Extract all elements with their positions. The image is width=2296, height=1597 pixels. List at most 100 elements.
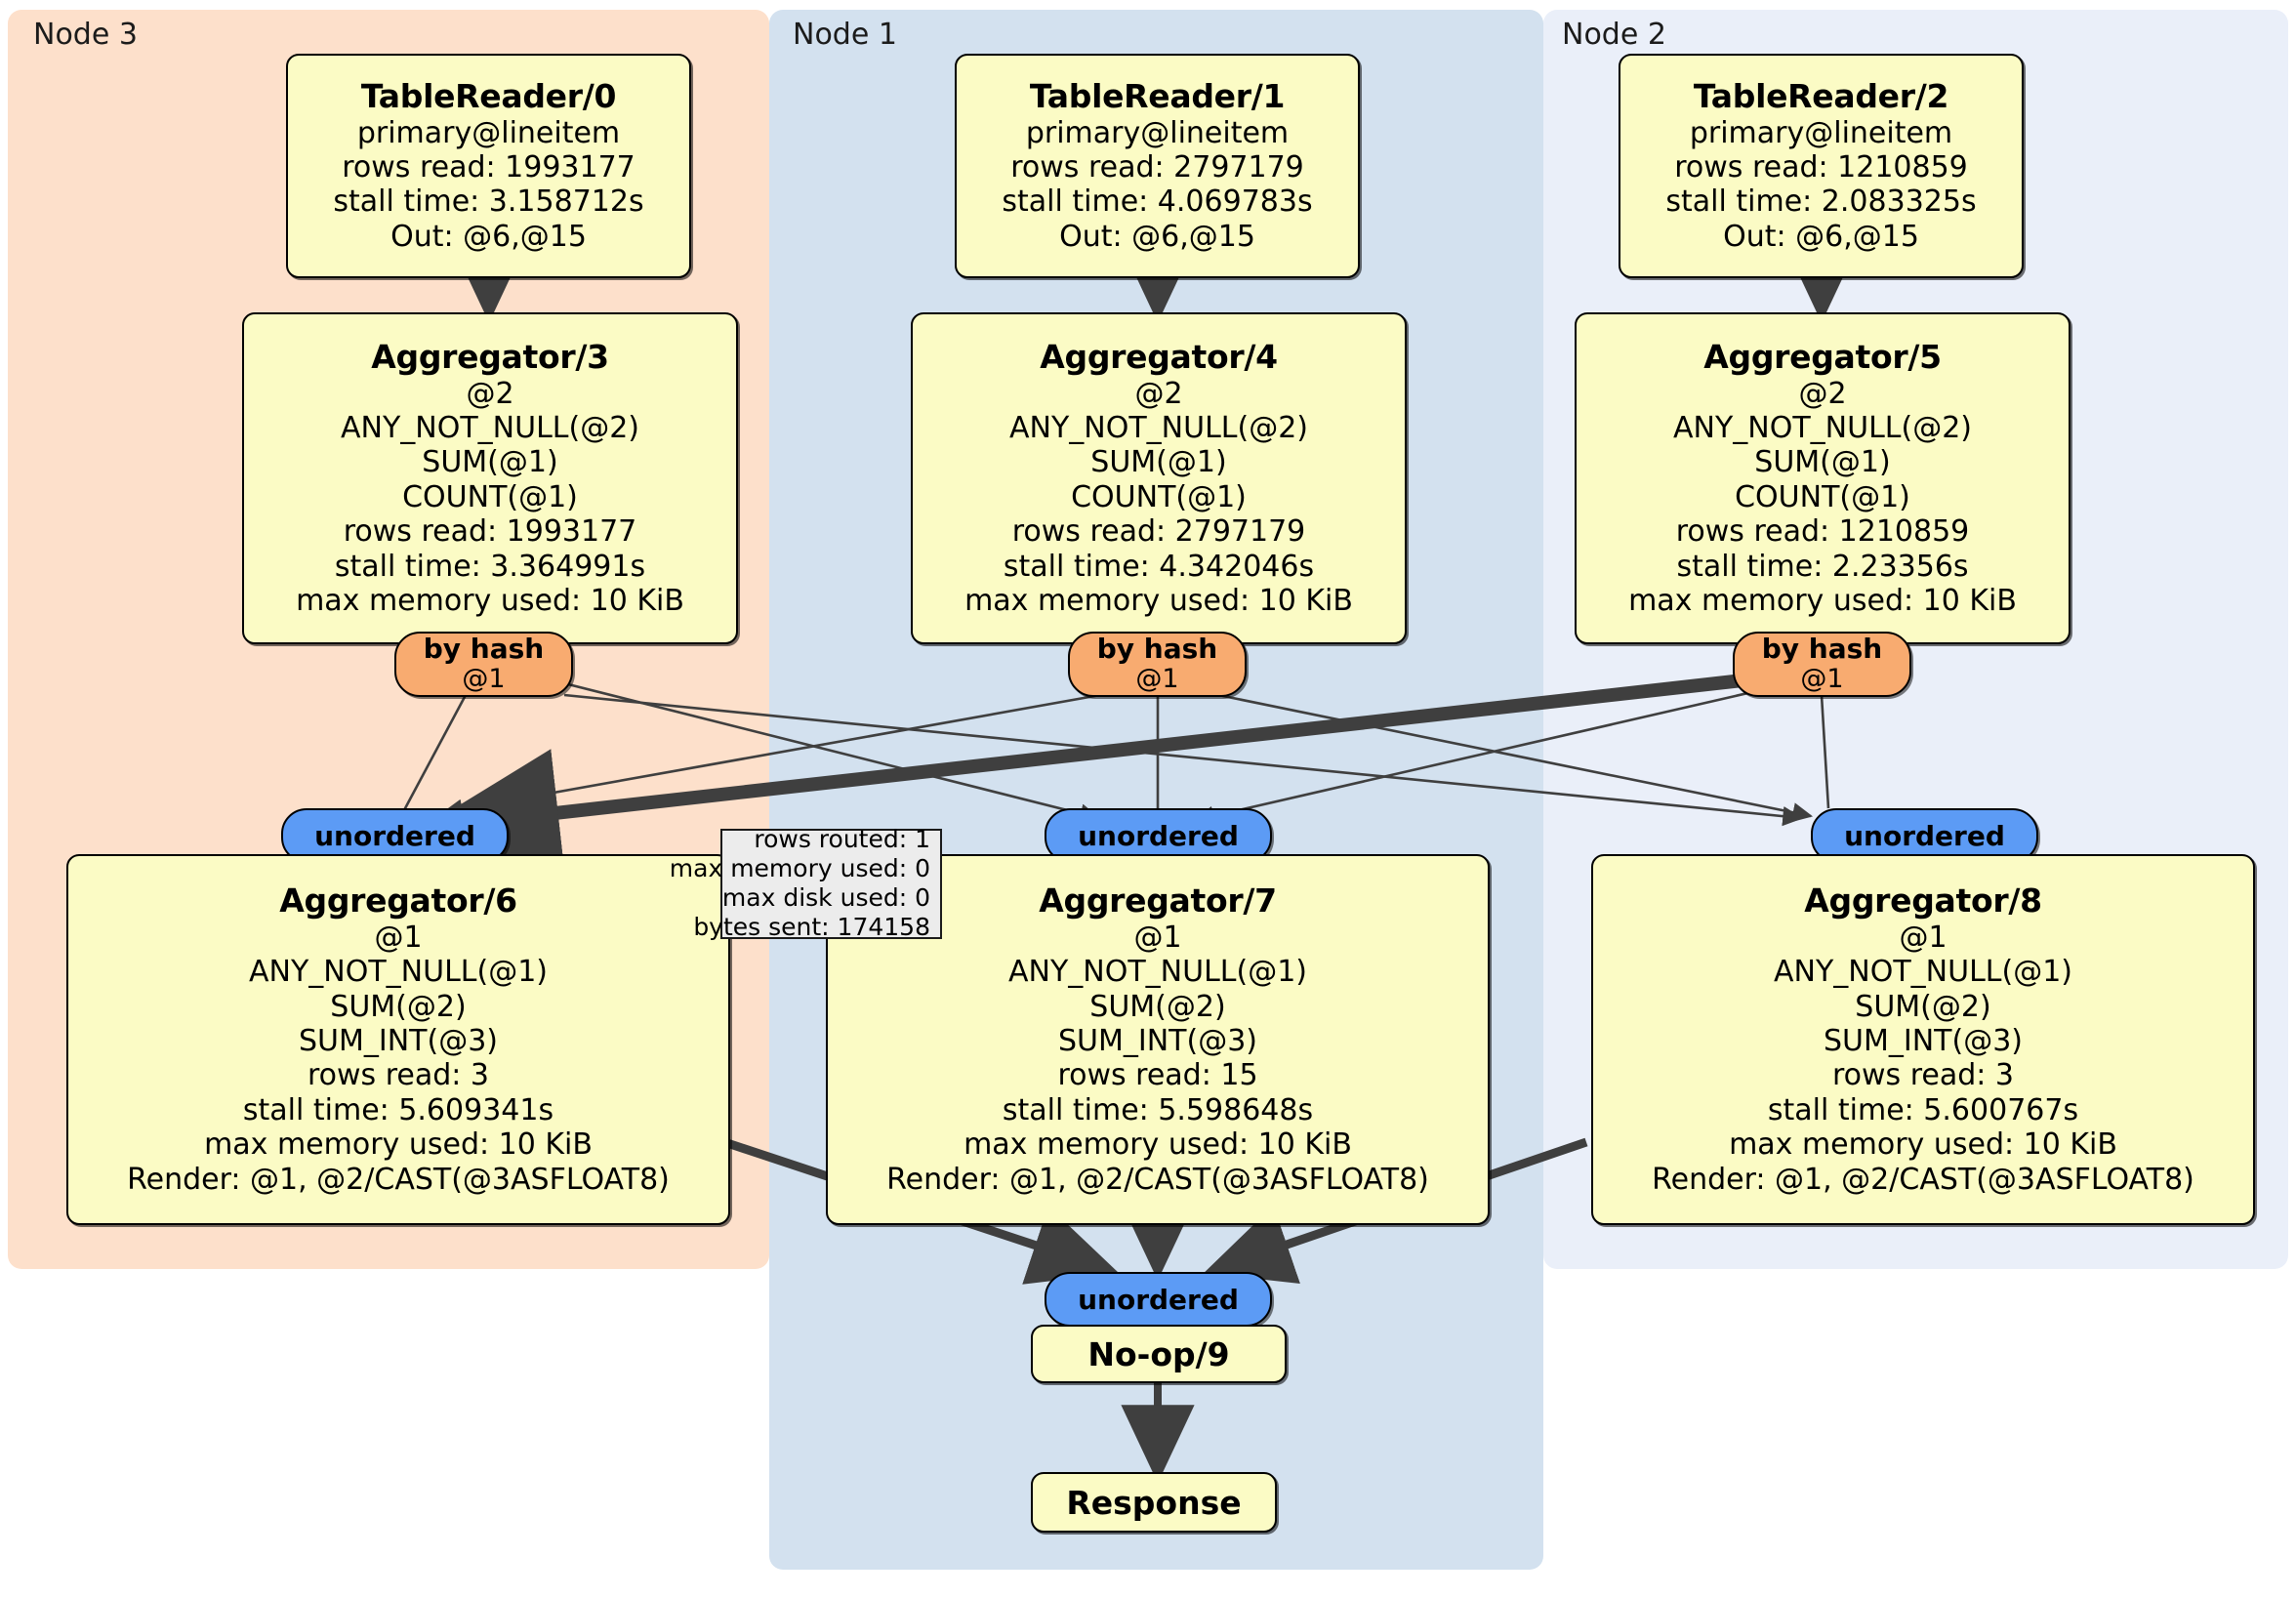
- node-out: Out: @6,@15: [390, 219, 587, 254]
- node-title: Aggregator/6: [279, 880, 517, 920]
- node-render: Render: @1, @2/CAST(@3ASFLOAT8): [886, 1162, 1429, 1197]
- hash-router-0[interactable]: by hash @1: [394, 632, 573, 697]
- node-rows-read: rows read: 1210859: [1674, 150, 1968, 185]
- router-stats-tooltip: rows routed: 1 max memory used: 0 max di…: [670, 825, 942, 941]
- node-group-cols: @2: [466, 376, 514, 411]
- node-func-2: SUM(@1): [422, 445, 558, 480]
- node-stall-time: stall time: 5.609341s: [242, 1092, 554, 1127]
- node-max-memory: max memory used: 10 KiB: [964, 1127, 1352, 1163]
- synchronizer-label: unordered: [314, 819, 475, 852]
- router-label: by hash: [1096, 633, 1218, 666]
- table-reader-node-1[interactable]: TableReader/1 primary@lineitem rows read…: [955, 54, 1360, 278]
- noop-label: No-op/9: [1087, 1334, 1230, 1373]
- response-node[interactable]: Response: [1031, 1472, 1277, 1533]
- node-title: Aggregator/8: [1804, 880, 2042, 920]
- node-rows-read: rows read: 1993177: [343, 514, 637, 550]
- aggregator-node-3[interactable]: Aggregator/3 @2 ANY_NOT_NULL(@2) SUM(@1)…: [242, 312, 738, 644]
- node-func-2: SUM(@2): [330, 989, 467, 1024]
- node-func-3: COUNT(@1): [1071, 479, 1247, 514]
- tooltip-max-memory: max memory used: 0: [669, 853, 930, 882]
- node-func-1: ANY_NOT_NULL(@1): [249, 955, 548, 990]
- tooltip-max-disk: max disk used: 0: [721, 882, 930, 912]
- hash-router-1[interactable]: by hash @1: [1068, 632, 1247, 697]
- router-label: by hash: [423, 633, 545, 666]
- hash-router-2[interactable]: by hash @1: [1733, 632, 1911, 697]
- node-out: Out: @6,@15: [1723, 219, 1919, 254]
- synchronizer-unordered-1[interactable]: unordered: [1045, 808, 1272, 863]
- node-group-cols: @1: [1133, 920, 1182, 955]
- router-label: by hash: [1761, 633, 1883, 666]
- node-func-3: SUM_INT(@3): [1824, 1024, 2023, 1059]
- node-func-1: ANY_NOT_NULL(@2): [341, 410, 639, 445]
- aggregator-node-5[interactable]: Aggregator/5 @2 ANY_NOT_NULL(@2) SUM(@1)…: [1575, 312, 2070, 644]
- node-rows-read: rows read: 3: [1831, 1058, 2015, 1093]
- aggregator-node-4[interactable]: Aggregator/4 @2 ANY_NOT_NULL(@2) SUM(@1)…: [911, 312, 1407, 644]
- node-index: primary@lineitem: [1689, 115, 1953, 150]
- node-func-2: SUM(@1): [1090, 445, 1227, 480]
- synchronizer-label: unordered: [1078, 1283, 1239, 1316]
- node-stall-time: stall time: 2.23356s: [1676, 549, 1969, 584]
- node-func-3: COUNT(@1): [1735, 479, 1910, 514]
- node-func-2: SUM(@2): [1089, 989, 1226, 1024]
- node-rows-read: rows read: 2797179: [1011, 514, 1306, 550]
- node-title: Aggregator/5: [1703, 337, 1942, 376]
- node-rows-read: rows read: 2797179: [1010, 150, 1304, 185]
- node-func-1: ANY_NOT_NULL(@1): [1008, 955, 1307, 990]
- node-stall-time: stall time: 5.600767s: [1767, 1092, 2079, 1127]
- node-index: primary@lineitem: [356, 115, 621, 150]
- node-func-1: ANY_NOT_NULL(@2): [1009, 410, 1308, 445]
- node-stall-time: stall time: 3.158712s: [333, 184, 644, 220]
- aggregator-node-6[interactable]: Aggregator/6 @1 ANY_NOT_NULL(@1) SUM(@2)…: [66, 854, 730, 1225]
- node-group-cols: @1: [374, 920, 423, 955]
- node-stall-time: stall time: 3.364991s: [334, 549, 646, 584]
- node-index: primary@lineitem: [1025, 115, 1290, 150]
- node-func-3: SUM_INT(@3): [299, 1024, 498, 1059]
- node-title: TableReader/1: [1029, 76, 1286, 115]
- node-stall-time: stall time: 4.069783s: [1002, 184, 1313, 220]
- router-column: @1: [462, 664, 506, 695]
- table-reader-node-2[interactable]: TableReader/2 primary@lineitem rows read…: [1619, 54, 2024, 278]
- table-reader-node-0[interactable]: TableReader/0 primary@lineitem rows read…: [286, 54, 691, 278]
- node-stall-time: stall time: 2.083325s: [1665, 184, 1977, 220]
- node-rows-read: rows read: 1210859: [1675, 514, 1970, 550]
- node-title: Aggregator/7: [1039, 880, 1277, 920]
- node-stall-time: stall time: 5.598648s: [1002, 1092, 1314, 1127]
- aggregator-node-8[interactable]: Aggregator/8 @1 ANY_NOT_NULL(@1) SUM(@2)…: [1591, 854, 2255, 1225]
- node-title: TableReader/0: [360, 76, 617, 115]
- node-group-cols: @2: [1134, 376, 1183, 411]
- node-title: TableReader/2: [1693, 76, 1949, 115]
- node-func-3: SUM_INT(@3): [1058, 1024, 1257, 1059]
- node-max-memory: max memory used: 10 KiB: [204, 1127, 593, 1163]
- node-max-memory: max memory used: 10 KiB: [296, 583, 684, 618]
- synchronizer-unordered-final[interactable]: unordered: [1045, 1272, 1272, 1327]
- response-label: Response: [1066, 1483, 1242, 1522]
- node-max-memory: max memory used: 10 KiB: [1628, 583, 2017, 618]
- node-render: Render: @1, @2/CAST(@3ASFLOAT8): [127, 1162, 670, 1197]
- node-func-1: ANY_NOT_NULL(@1): [1774, 955, 2072, 990]
- node-max-memory: max memory used: 10 KiB: [964, 583, 1353, 618]
- synchronizer-label: unordered: [1844, 819, 2005, 852]
- node-rows-read: rows read: 15: [1057, 1058, 1258, 1093]
- router-column: @1: [1800, 664, 1844, 695]
- node-max-memory: max memory used: 10 KiB: [1729, 1127, 2117, 1163]
- synchronizer-unordered-2[interactable]: unordered: [1811, 808, 2038, 863]
- synchronizer-label: unordered: [1078, 819, 1239, 852]
- noop-node[interactable]: No-op/9: [1031, 1325, 1287, 1383]
- aggregator-node-7[interactable]: Aggregator/7 @1 ANY_NOT_NULL(@1) SUM(@2)…: [826, 854, 1490, 1225]
- tooltip-bytes-sent: bytes sent: 174158: [693, 912, 930, 941]
- node-title: Aggregator/3: [371, 337, 609, 376]
- cluster-label-node3: Node 3: [33, 18, 138, 52]
- node-func-1: ANY_NOT_NULL(@2): [1673, 410, 1972, 445]
- node-func-2: SUM(@2): [1855, 989, 1991, 1024]
- node-render: Render: @1, @2/CAST(@3ASFLOAT8): [1652, 1162, 2194, 1197]
- cluster-label-node1: Node 1: [793, 18, 897, 52]
- node-group-cols: @2: [1798, 376, 1847, 411]
- node-func-3: COUNT(@1): [402, 479, 578, 514]
- tooltip-rows-routed: rows routed: 1: [754, 824, 930, 853]
- router-column: @1: [1135, 664, 1179, 695]
- node-rows-read: rows read: 1993177: [342, 150, 636, 185]
- node-func-2: SUM(@1): [1754, 445, 1891, 480]
- node-stall-time: stall time: 4.342046s: [1003, 549, 1315, 584]
- node-out: Out: @6,@15: [1059, 219, 1255, 254]
